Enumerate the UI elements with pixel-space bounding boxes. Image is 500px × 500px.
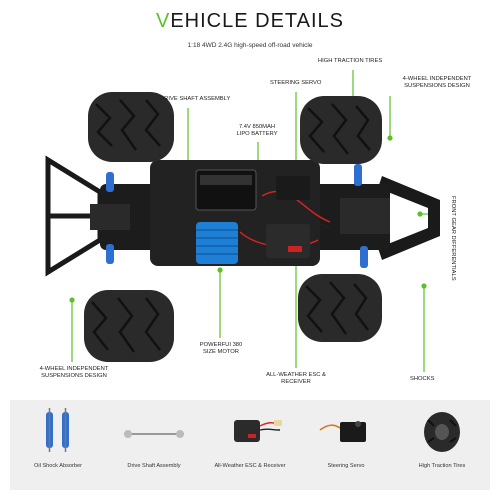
part-item: Drive Shaft Assembly bbox=[106, 400, 202, 490]
callout-steering-servo: STEERING SERVO bbox=[270, 80, 322, 86]
shock-absorbers bbox=[106, 164, 368, 268]
callout-drive-shaft: DRIVE SHAFT ASSEMBLY bbox=[160, 96, 231, 102]
tire-front-top bbox=[300, 96, 382, 164]
part-item: Steering Servo bbox=[298, 400, 394, 490]
esc-icon bbox=[234, 420, 282, 442]
part-label: Drive Shaft Assembly bbox=[127, 463, 181, 469]
callout-battery: 7.4V 850MAH LIPO BATTERY bbox=[236, 124, 278, 138]
tire-rear-bottom bbox=[84, 290, 174, 362]
tire-front-bottom bbox=[298, 274, 382, 342]
part-item: All-Weather ESC & Receiver bbox=[202, 400, 298, 490]
shock-absorber-icon bbox=[46, 408, 69, 452]
part-label: High Traction Tires bbox=[418, 463, 466, 469]
callout-shocks: SHOCKS bbox=[410, 376, 435, 382]
page-subtitle: 1:18 4WD 2.4G high-speed off-road vehicl… bbox=[187, 42, 313, 49]
part-item: Oil Shock Absorber bbox=[10, 400, 106, 490]
tire-rear-top bbox=[88, 92, 174, 162]
callout-motor: POWERFUI 380 SIZE MOTOR bbox=[199, 342, 243, 356]
part-label: Steering Servo bbox=[327, 463, 365, 469]
drive-shaft-icon bbox=[124, 430, 184, 438]
tire-icon bbox=[424, 412, 460, 452]
page-title: VEHICLE DETAILS bbox=[155, 10, 345, 32]
esc-unit bbox=[266, 224, 310, 258]
parts-panel: Oil Shock Absorber Drive Shaft Assembly … bbox=[10, 400, 490, 490]
callout-suspension-left: 4-WHEEL INDEPENDENT SUSPENSIONS DESIGN bbox=[39, 366, 109, 380]
callout-esc: ALL-WEATHER ESC & RECEIVER bbox=[266, 372, 326, 386]
callout-high-traction-tires: HIGH TRACTION TIRES bbox=[318, 58, 383, 64]
servo-icon bbox=[319, 421, 366, 442]
motor bbox=[196, 222, 238, 264]
callout-suspension-right: 4-WHEEL INDEPENDENT SUSPENSIONS DESIGN bbox=[402, 76, 472, 90]
front-bumper bbox=[378, 176, 440, 260]
vehicle-illustration bbox=[45, 70, 440, 372]
part-label: Oil Shock Absorber bbox=[34, 463, 82, 469]
callout-front-gear: FRONT GEAR DIFFERENTIALS bbox=[450, 196, 456, 281]
part-item: High Traction Tires bbox=[394, 400, 490, 490]
tires bbox=[84, 92, 382, 362]
battery bbox=[195, 169, 257, 211]
servo bbox=[276, 176, 310, 200]
part-label: All-Weather ESC & Receiver bbox=[214, 463, 286, 469]
